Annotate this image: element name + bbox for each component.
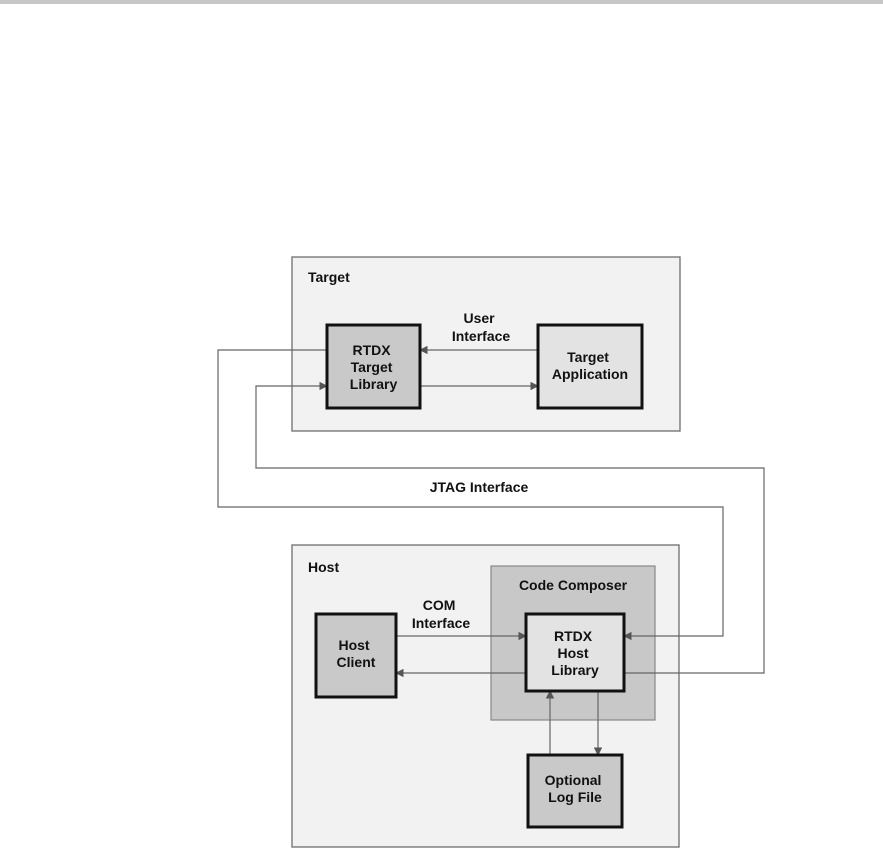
rtdx-host-library-label: RTDX Host Library (551, 628, 599, 678)
user-interface-line-1: User (463, 310, 495, 326)
host-client-box (314, 612, 398, 699)
host-client-line-1: Host (338, 637, 369, 653)
rtdx-target-library-line-3: Library (350, 376, 398, 392)
user-interface-line-2: Interface (452, 328, 511, 344)
rtdx-host-library-line-3: Library (551, 662, 599, 678)
rtdx-host-library-line-1: RTDX (554, 628, 593, 644)
com-interface-line-2: Interface (412, 615, 471, 631)
jtag-connection-line-upper (217, 349, 724, 641)
rtdx-target-library-line-2: Target (351, 359, 393, 375)
rtdx-host-library-box (524, 612, 626, 693)
optional-log-file-label: Optional Log File (545, 772, 606, 805)
target-application-line-2: Application (552, 366, 628, 382)
rtdx-target-library-label: RTDX Target Library (350, 342, 398, 392)
rtdx-target-library-box (325, 323, 422, 410)
target-application-box (536, 323, 644, 410)
user-interface-label: User Interface (452, 310, 511, 344)
rtdx-target-library-line-1: RTDX (352, 342, 391, 358)
com-interface-line-1: COM (423, 597, 456, 613)
target-title: Target (308, 269, 350, 285)
jtag-interface-label: JTAG Interface (430, 479, 529, 495)
jtag-connection-line-lower (255, 381, 765, 674)
optional-log-file-line-2: Log File (548, 789, 602, 805)
target-application-line-1: Target (567, 349, 609, 365)
optional-log-file-box (526, 753, 624, 829)
host-title: Host (308, 559, 339, 575)
code-composer-panel (490, 565, 656, 721)
code-composer-title: Code Composer (519, 577, 628, 593)
com-interface-label: COM Interface (412, 597, 471, 631)
rtdx-host-library-line-2: Host (557, 645, 588, 661)
host-client-line-2: Client (337, 654, 376, 670)
top-rule (0, 0, 883, 4)
optional-log-file-line-1: Optional (545, 772, 602, 788)
host-client-label: Host Client (337, 637, 376, 670)
target-application-label: Target Application (552, 349, 628, 382)
